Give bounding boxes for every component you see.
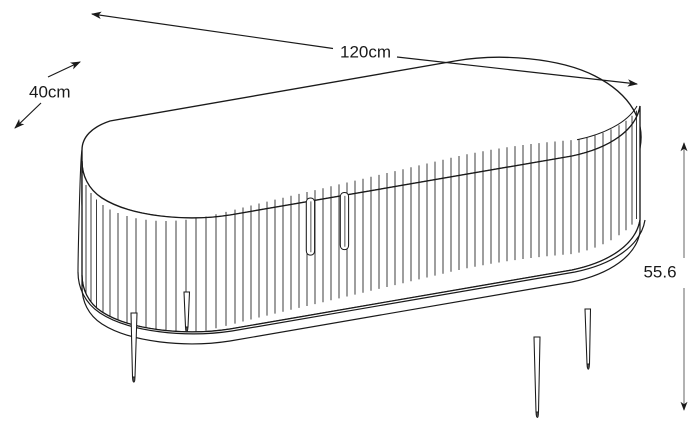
leg-front-left [130, 312, 138, 383]
leg-back-left [183, 291, 191, 333]
legs-group [130, 291, 592, 418]
handle-left[interactable] [305, 197, 316, 256]
base-rim-left-edge [77, 149, 83, 273]
handle-right[interactable] [339, 191, 350, 251]
width-leader-left [90, 11, 334, 50]
door-handles [305, 191, 350, 256]
dimension-label-height: 55.6 [643, 262, 676, 281]
leg-back-right [584, 308, 592, 370]
depth-leader-lower [14, 102, 42, 129]
dimension-width: 120cm [90, 11, 639, 87]
leg-front-right [533, 336, 541, 418]
dimension-depth: 40cm [14, 61, 81, 129]
depth-leader-upper [47, 61, 81, 78]
base-rim-outer-line [77, 219, 646, 335]
cabinet-group [77, 56, 646, 418]
right-cap-seam [576, 105, 638, 141]
base-rim-band [81, 219, 641, 345]
base-rim [77, 149, 646, 345]
dimension-label-width: 120cm [340, 42, 391, 61]
dimension-height: 55.6 [643, 142, 688, 411]
dimension-label-depth: 40cm [29, 82, 71, 101]
width-leader-right [396, 56, 639, 87]
